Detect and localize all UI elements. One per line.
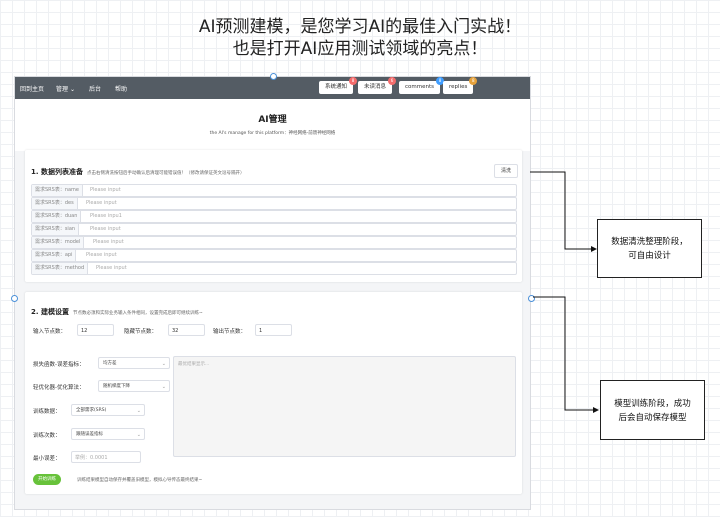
- nav-item-help[interactable]: 帮助: [115, 86, 128, 93]
- output-nodes-label: 输出节点数：: [213, 329, 247, 335]
- nav-item-home[interactable]: 回到主页: [20, 86, 45, 93]
- result-display-area[interactable]: 最优结果显示...: [173, 356, 516, 457]
- arrow-to-box1: [530, 171, 597, 252]
- train-data-label: 训练数据：: [33, 409, 61, 415]
- chevron-down-icon: ⌄: [69, 86, 75, 93]
- headline-line2: 也是打开AI应用测试领域的亮点！: [232, 39, 488, 59]
- callout-data-cleaning: 数据清洗整理阶段， 可自由设计: [597, 219, 702, 278]
- start-training-button[interactable]: 开始训练: [33, 474, 61, 485]
- input-nodes-label: 输入节点数：: [33, 329, 67, 335]
- model-settings-card: 2. 建模设置节点数必须和实际业务输入条件相同，设置完成后即可继续训练~ 输入节…: [25, 292, 522, 494]
- arrow-to-box2: [533, 296, 599, 413]
- page-header: AI管理 the AI's manage for this platform：神…: [15, 99, 530, 151]
- comments-badge: 8: [436, 77, 444, 85]
- chevron-down-icon: ⌄: [136, 432, 141, 438]
- data-prep-card: 1. 数据列表准备点击右侧清洗按钮后手动确认后清理可能错误值！（修改请保证英文逗…: [25, 150, 522, 282]
- unread-badge: 6: [388, 77, 397, 85]
- notification-badge: 8: [349, 77, 358, 85]
- selection-handle-left: [11, 295, 18, 302]
- section2-hint: 节点数必须和实际业务输入条件相同，设置完成后即可继续训练~: [72, 311, 203, 316]
- clean-button[interactable]: 清洗: [494, 164, 519, 178]
- comments-button[interactable]: comments 8: [399, 77, 444, 94]
- selection-handle-top: [270, 73, 277, 80]
- train-times-label: 训练次数：: [33, 433, 61, 439]
- nav-item-manage[interactable]: 管理 ⌄: [56, 86, 75, 93]
- section2-title: 2. 建模设置节点数必须和实际业务输入条件相同，设置完成后即可继续训练~: [31, 308, 203, 316]
- section1-title: 1. 数据列表准备点击右侧清洗按钮后手动确认后清理可能错误值！（修改请保证英文逗…: [31, 168, 245, 176]
- page-subtitle: the AI's manage for this platform：神经网络-前…: [209, 131, 336, 136]
- input-nodes-field[interactable]: 12: [77, 324, 114, 336]
- optimizer-label: 轻优化器-优化算法：: [33, 385, 85, 391]
- train-data-select[interactable]: 全部需求(SRS)⌄: [71, 404, 145, 416]
- page-title: AI管理: [258, 115, 287, 125]
- nav-item-backend[interactable]: 后台: [89, 86, 102, 93]
- optimizer-select[interactable]: 随机梯度下降⌄: [98, 380, 170, 392]
- notifications-button[interactable]: 系统通知 8: [319, 77, 358, 94]
- min-error-label: 最小误差：: [33, 456, 61, 462]
- train-times-select[interactable]: 跟随误差指标⌄: [71, 428, 145, 440]
- hidden-nodes-label: 隐藏节点数：: [124, 329, 158, 335]
- min-error-input[interactable]: 举例：0.0001: [71, 451, 141, 463]
- headline-line1: AI预测建模，是您学习AI的最佳入门实战！: [198, 17, 522, 37]
- output-nodes-field[interactable]: 1: [255, 324, 292, 336]
- replies-button[interactable]: replies 8: [443, 77, 478, 94]
- selection-handle-right: [528, 295, 535, 302]
- top-nav-bar: 回到主页 管理 ⌄ 后台 帮助 系统通知 8 未读消息 6 comments 8…: [15, 77, 530, 99]
- start-training-note: 训练结果模型自动保存并覆盖旧模型，模拟心导传态最终结果~: [77, 478, 203, 483]
- section1-hint: 点击右侧清洗按钮后手动确认后清理可能错误值！（修改请保证英文逗号隔开）: [86, 171, 245, 176]
- chevron-down-icon: ⌄: [161, 361, 166, 367]
- chevron-down-icon: ⌄: [136, 408, 141, 414]
- loss-label: 损失函数-误差指标：: [33, 362, 85, 368]
- hidden-nodes-field[interactable]: 32: [168, 324, 205, 336]
- callout-model-training: 模型训练阶段，成功 后会自动保存模型: [600, 380, 705, 440]
- loss-select[interactable]: 均方差⌄: [98, 357, 170, 369]
- replies-badge: 8: [469, 77, 478, 85]
- chevron-down-icon: ⌄: [161, 384, 166, 390]
- unread-messages-button[interactable]: 未读消息 6: [358, 77, 397, 94]
- app-window: 回到主页 管理 ⌄ 后台 帮助 系统通知 8 未读消息 6 comments 8…: [15, 77, 530, 509]
